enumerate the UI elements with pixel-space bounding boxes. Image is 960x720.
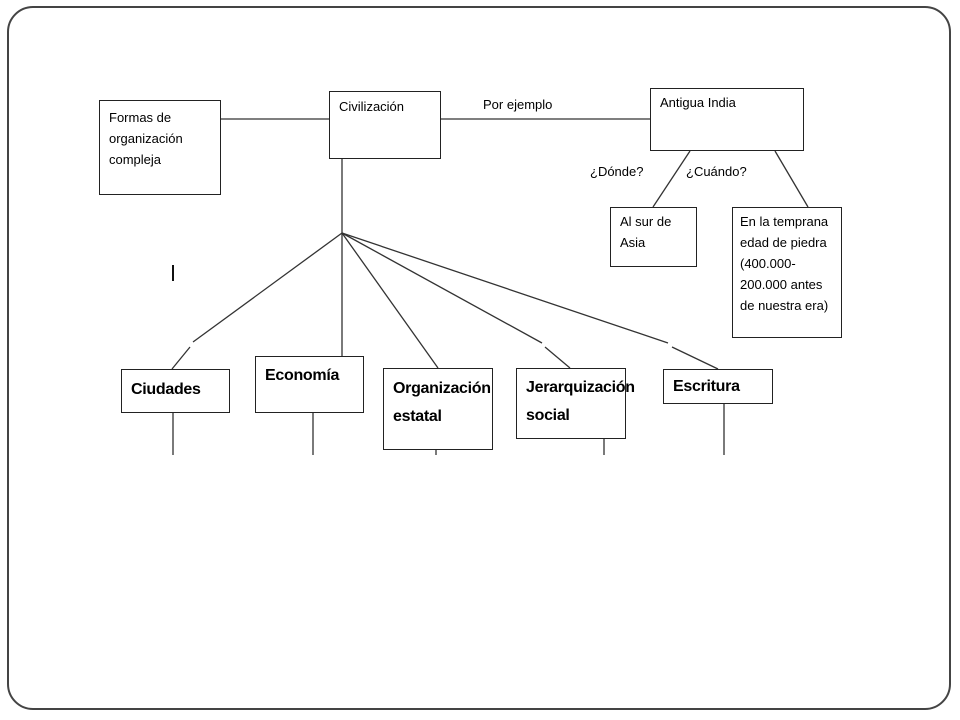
node-formas: Formas de organización compleja (99, 100, 221, 195)
node-economia: Economía (255, 356, 364, 413)
connector-india-temprana (774, 150, 809, 208)
label-cuando: ¿Cuándo? (686, 164, 747, 179)
node-escritura: Escritura (663, 369, 773, 404)
connector-india-sur-asia (652, 150, 691, 208)
connector-hub-jerarquizacion-b (544, 346, 571, 369)
node-temprana: En la temprana edad de piedra (400.000-2… (732, 207, 842, 338)
connector-hub-organizacion (341, 232, 439, 369)
connector-hub-ciudades-b (171, 346, 191, 370)
node-organizacion: Organización estatal (383, 368, 493, 450)
node-ciudades: Ciudades (121, 369, 230, 413)
label-donde: ¿Dónde? (590, 164, 644, 179)
connector-hub-escritura-b (671, 346, 719, 370)
node-sur-asia: Al sur de Asia (610, 207, 697, 267)
node-civilizacion: Civilización (329, 91, 441, 159)
node-antigua-india: Antigua India (650, 88, 804, 151)
connector-hub-ciudades-a (192, 232, 343, 343)
connector-hub-escritura-a (341, 232, 669, 344)
label-por-ejemplo: Por ejemplo (483, 97, 553, 112)
stray-cursor-mark (172, 265, 174, 281)
connector-hub-jerarquizacion-a (341, 232, 543, 344)
node-jerarquizacion: Jerarquización social (516, 368, 635, 439)
